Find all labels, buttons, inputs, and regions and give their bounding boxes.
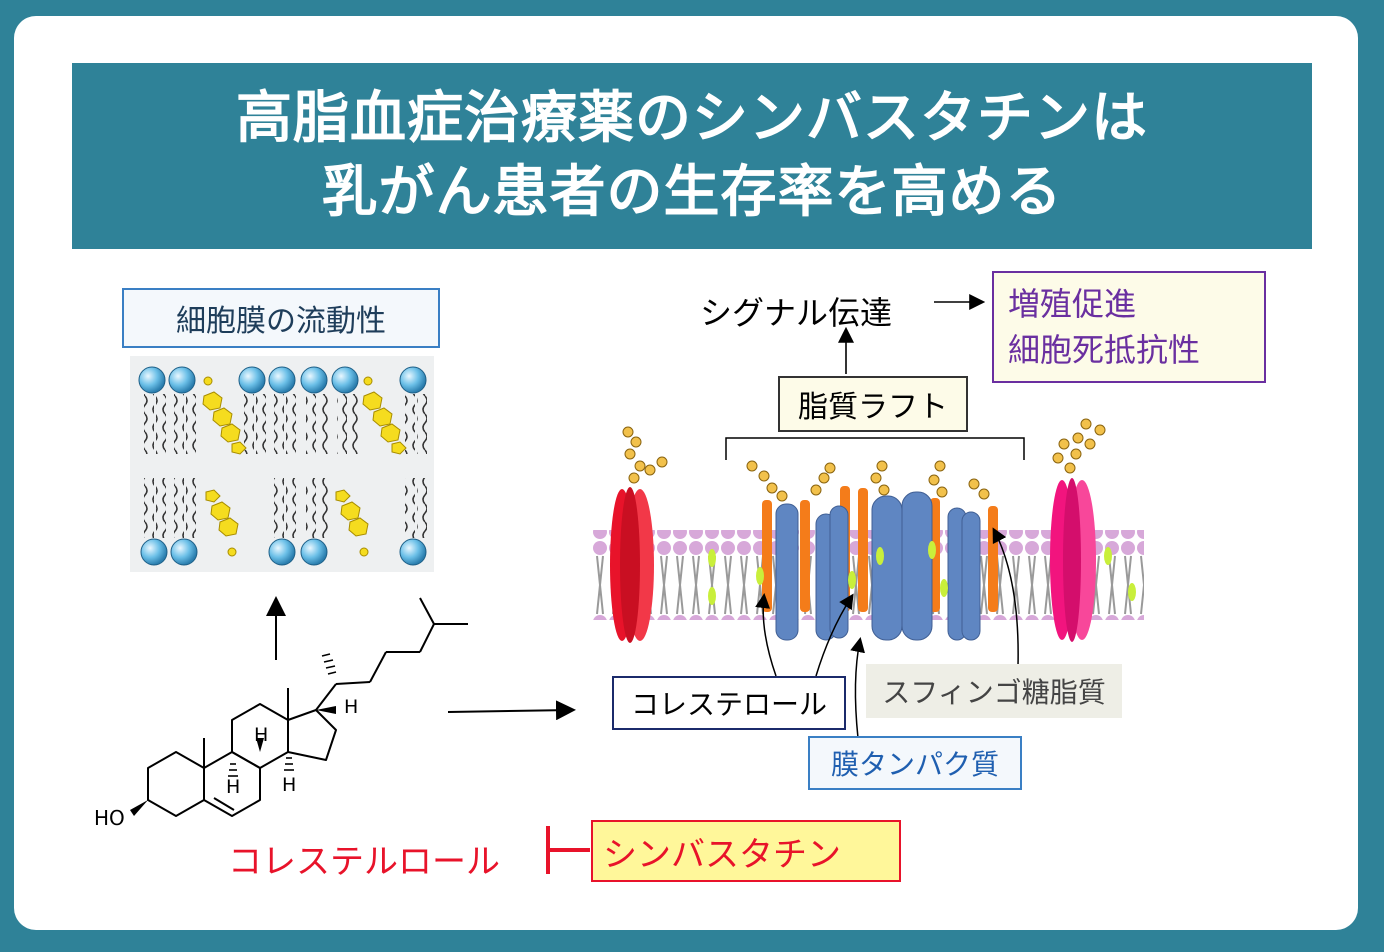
cholesterol-red-label: コレステルロール [228,842,500,882]
glycan-chains [622,418,1106,502]
structure-h-label-1: H [344,696,359,718]
upper-phospholipid-heads [138,366,427,394]
cholesterol-box: コレステロール [612,676,846,730]
membrane-fluidity-text: 細胞膜の流動性 [176,304,386,339]
effects-box: 増殖促進 細胞死抵抗性 [992,271,1266,383]
cholesterol-text: コレステロール [630,688,827,721]
signal-transduction-label: シグナル伝達 [700,294,893,332]
lipid-raft-text: 脂質ラフト [798,390,948,425]
simvastatin-box: シンバスタチン [591,820,901,882]
structure-h-label-4: H [282,774,297,796]
lower-tails [144,478,427,538]
structure-h-label-3: H [226,776,241,798]
red-receptor [610,487,654,643]
raft-bracket [725,437,1025,460]
structure-h-label-2: H [254,724,269,746]
lower-phospholipid-heads [140,538,427,566]
title-line-2: 乳がん患者の生存率を高める [321,160,1063,225]
effects-line-2: 細胞死抵抗性 [1008,331,1201,369]
membrane-protein-text: 膜タンパク質 [830,748,999,781]
lower-cholesterol-molecules [205,489,369,557]
sphingo-text: スフィンゴ糖脂質 [882,676,1106,709]
membrane-protein-box: 膜タンパク質 [808,736,1022,790]
upper-tails [144,394,427,454]
lipid-raft-box: 脂質ラフト [778,376,968,432]
raft-cholesterol [756,541,948,597]
membrane-cholesterol [708,547,1136,605]
membrane-fluidity-label: 細胞膜の流動性 [122,288,440,348]
title-banner: 高脂血症治療薬のシンバスタチンは 乳がん患者の生存率を高める [72,63,1312,249]
arrow-to-raft [447,700,576,721]
simvastatin-text: シンバスタチン [603,834,841,875]
upper-cholesterol-molecules [202,376,407,455]
sphingo-box: スフィンゴ糖脂質 [866,664,1122,718]
effects-line-1: 増殖促進 [1008,285,1137,323]
pink-receptor [1050,478,1096,642]
title-line-1: 高脂血症治療薬のシンバスタチンは [236,86,1148,151]
structure-ho-label: HO [94,806,125,830]
